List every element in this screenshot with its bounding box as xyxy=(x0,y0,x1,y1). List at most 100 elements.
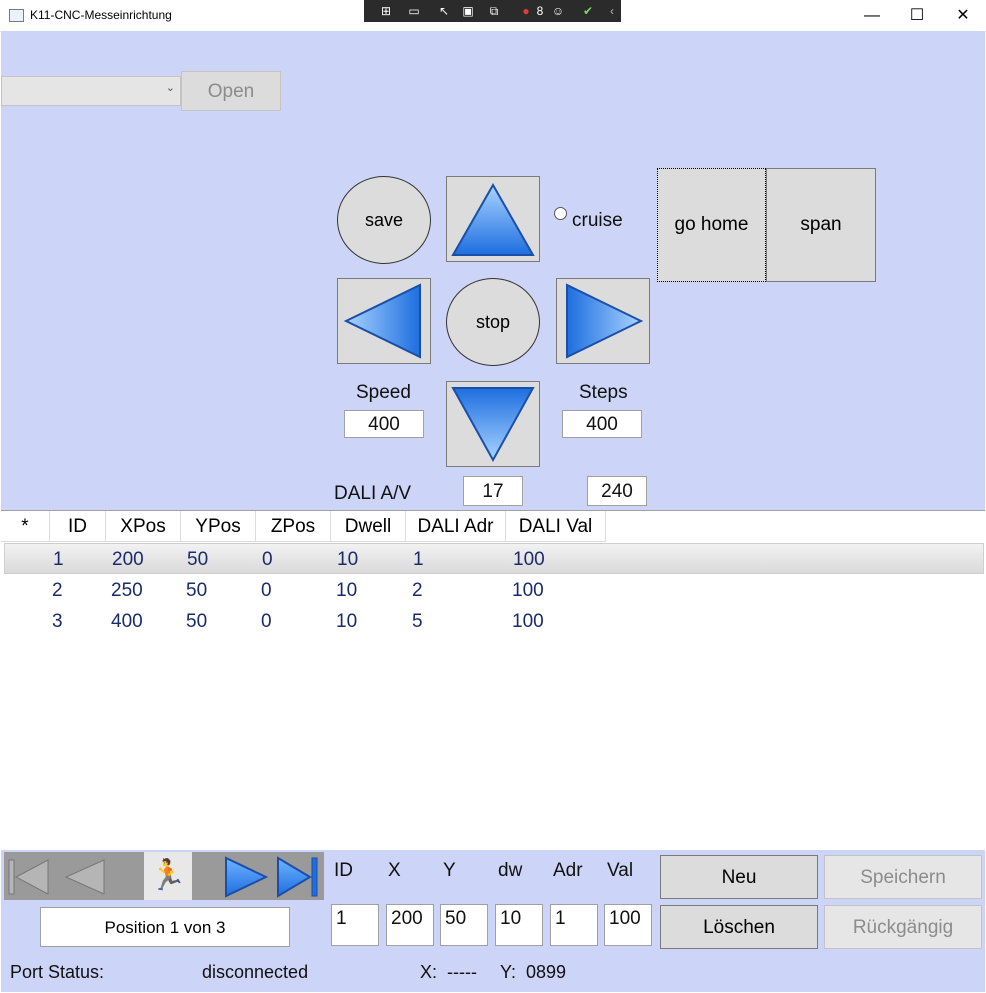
field-label-x: X xyxy=(388,860,401,881)
live-tree-icon[interactable]: ⊞ xyxy=(380,4,392,18)
go-home-button[interactable]: go home xyxy=(657,168,766,282)
speed-input[interactable]: 400 xyxy=(344,410,424,438)
cell-dali-adr: 1 xyxy=(413,549,424,570)
port-combo[interactable]: ⌄ xyxy=(1,76,181,106)
cell-dali-val: 100 xyxy=(512,580,544,601)
x-field[interactable]: 200 xyxy=(386,904,434,946)
window-title: K11-CNC-Messeinrichtung xyxy=(30,8,172,22)
select-element-icon[interactable]: ↖ xyxy=(438,4,450,18)
dali-label: DALI A/V xyxy=(334,483,412,504)
field-label-val: Val xyxy=(607,860,634,881)
move-right-button[interactable] xyxy=(556,278,650,364)
cell-zpos: 0 xyxy=(261,611,272,632)
record-navigator xyxy=(4,852,324,900)
camera-icon[interactable]: ▭ xyxy=(408,4,420,18)
column-header[interactable]: Dwell xyxy=(331,511,406,542)
column-header[interactable]: DALI Adr xyxy=(406,511,506,542)
dwell-field[interactable]: 10 xyxy=(495,904,543,946)
new-button[interactable]: Neu xyxy=(660,855,818,899)
binding-errors-count: 8 xyxy=(536,4,544,18)
positions-grid[interactable]: * ID XPos YPos ZPos Dwell DALI Adr DALI … xyxy=(1,510,985,851)
collapse-icon[interactable]: ‹ xyxy=(610,4,614,18)
cell-zpos: 0 xyxy=(261,580,272,601)
check-icon[interactable]: ✔ xyxy=(582,4,594,18)
maximize-button[interactable]: ☐ xyxy=(909,7,925,24)
column-header[interactable]: ID xyxy=(50,511,106,542)
minimize-button[interactable]: — xyxy=(864,7,880,24)
last-record-icon[interactable] xyxy=(276,854,320,898)
arrow-left-icon xyxy=(343,283,421,359)
steps-input[interactable]: 400 xyxy=(562,410,642,438)
open-button[interactable]: Open xyxy=(181,71,281,111)
arrow-down-icon xyxy=(451,387,535,463)
steps-label: Steps xyxy=(579,382,628,403)
position-indicator: Position 1 von 3 xyxy=(40,907,290,947)
port-status-value: disconnected xyxy=(202,962,309,982)
dali-value-input[interactable]: 240 xyxy=(587,476,647,506)
run-sequence-icon[interactable]: 🏃 xyxy=(144,852,192,900)
cell-dwell: 10 xyxy=(336,611,358,632)
column-header[interactable]: YPos xyxy=(181,511,256,542)
field-label-adr: Adr xyxy=(553,860,583,881)
save-button[interactable]: Speichern xyxy=(824,855,982,899)
table-row[interactable]: 1 200 50 0 10 1 100 xyxy=(4,543,984,574)
undo-button[interactable]: Rückgängig xyxy=(824,905,982,949)
column-header[interactable]: XPos xyxy=(106,511,181,542)
column-header[interactable]: ZPos xyxy=(256,511,331,542)
stop-button[interactable]: stop xyxy=(446,278,540,366)
move-up-button[interactable] xyxy=(446,176,540,262)
move-left-button[interactable] xyxy=(337,278,431,364)
column-header[interactable]: DALI Val xyxy=(506,511,606,542)
arrow-right-icon xyxy=(566,283,644,359)
app-icon xyxy=(9,9,24,22)
adr-field[interactable]: 1 xyxy=(550,904,598,946)
id-field[interactable]: 1 xyxy=(331,904,379,946)
cruise-radio[interactable] xyxy=(554,207,567,220)
binding-errors-icon[interactable]: ● xyxy=(522,4,530,18)
span-button[interactable]: span xyxy=(766,168,876,282)
val-field[interactable]: 100 xyxy=(604,904,652,946)
table-row[interactable]: 3 400 50 0 10 5 100 xyxy=(4,606,984,637)
cell-dali-val: 100 xyxy=(513,549,545,570)
cell-zpos: 0 xyxy=(262,549,273,570)
save-position-button[interactable]: save xyxy=(337,176,431,264)
debug-toolbar: ⊞ ▭ ↖ ▣ ⧉ ● 8 ☺ ✔ ‹ xyxy=(364,0,621,22)
cell-id: 3 xyxy=(52,611,63,632)
layout-adorner-icon[interactable]: ▣ xyxy=(462,4,474,18)
arrow-up-icon xyxy=(451,182,535,256)
cell-id: 1 xyxy=(53,549,64,570)
table-row[interactable]: 2 250 50 0 10 2 100 xyxy=(4,575,984,606)
cell-xpos: 250 xyxy=(111,580,143,601)
field-label-y: Y xyxy=(443,860,456,881)
port-status-label: Port Status: xyxy=(10,962,105,982)
next-record-icon[interactable] xyxy=(224,854,268,898)
cell-dwell: 10 xyxy=(336,580,358,601)
cell-ypos: 50 xyxy=(186,611,208,632)
move-down-button[interactable] xyxy=(446,381,540,467)
cell-ypos: 50 xyxy=(187,549,209,570)
cell-xpos: 400 xyxy=(111,611,143,632)
cell-dali-adr: 2 xyxy=(412,580,423,601)
delete-button[interactable]: Löschen xyxy=(660,905,818,949)
field-label-dwell: dw xyxy=(498,860,523,881)
field-label-id: ID xyxy=(334,860,353,881)
cell-dali-val: 100 xyxy=(512,611,544,632)
cell-dwell: 10 xyxy=(337,549,359,570)
speed-label: Speed xyxy=(356,382,411,403)
y-value: 0899 xyxy=(526,962,567,982)
y-field[interactable]: 50 xyxy=(440,904,488,946)
dali-address-input[interactable]: 17 xyxy=(463,476,523,506)
cell-dali-adr: 5 xyxy=(412,611,423,632)
y-label: Y: xyxy=(500,962,517,982)
column-header[interactable]: * xyxy=(1,511,50,542)
accessibility-icon[interactable]: ☺ xyxy=(551,4,565,18)
previous-record-icon[interactable] xyxy=(62,854,106,898)
cell-ypos: 50 xyxy=(186,580,208,601)
first-record-icon[interactable] xyxy=(6,854,50,898)
cell-xpos: 200 xyxy=(112,549,144,570)
x-value: ----- xyxy=(447,962,477,982)
close-button[interactable]: ✕ xyxy=(956,7,970,24)
title-bar: K11-CNC-Messeinrichtung ⊞ ▭ ↖ ▣ ⧉ ● 8 ☺ … xyxy=(0,0,986,32)
cell-id: 2 xyxy=(52,580,63,601)
hot-reload-icon[interactable]: ⧉ xyxy=(489,4,499,18)
